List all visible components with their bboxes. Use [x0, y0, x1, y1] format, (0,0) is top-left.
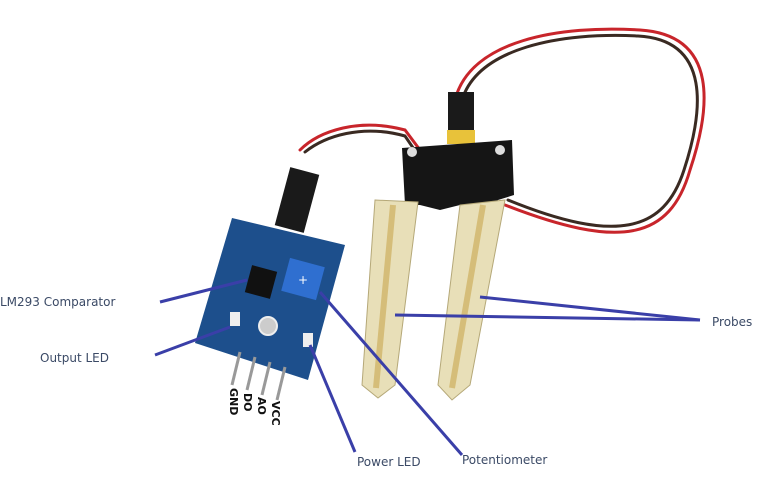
- probes-leader-2: [479, 295, 701, 322]
- potentiometer-leader: [318, 291, 464, 456]
- potentiometer-part: [281, 257, 325, 301]
- comparator-chip: [244, 265, 278, 299]
- pin-label-gnd: GND: [227, 388, 240, 416]
- pin-label-vcc: VCC: [269, 401, 282, 426]
- label-potentiometer: Potentiometer: [462, 453, 548, 467]
- probe-board: [361, 140, 514, 401]
- comparator-leader: [159, 278, 248, 304]
- label-output-led: Output LED: [40, 351, 110, 365]
- jumper-wires: [298, 27, 706, 234]
- label-probes: Probes: [712, 315, 753, 329]
- pin-label-ao: AO: [255, 397, 268, 415]
- label-power-led: Power LED: [357, 455, 421, 469]
- svg-text:+: +: [298, 273, 308, 287]
- probes-leader-1: [394, 313, 701, 322]
- power-led-leader: [308, 344, 357, 453]
- pin-label-do: DO: [241, 393, 254, 412]
- output-led-leader: [154, 325, 231, 357]
- module-board: +: [195, 218, 345, 401]
- label-comparator: LM293 Comparator: [0, 295, 116, 309]
- module-connector: [274, 167, 320, 233]
- probe-connector: [448, 92, 474, 132]
- leader-lines: [154, 278, 701, 456]
